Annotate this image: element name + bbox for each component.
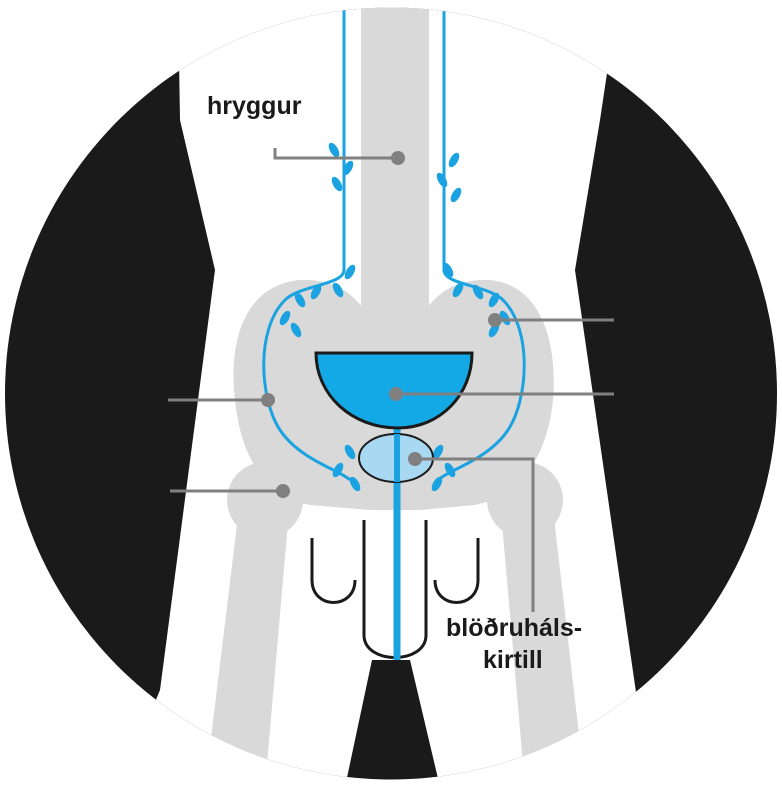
label-lymph-vessels: sogæð xyxy=(53,376,135,404)
dot-spine xyxy=(391,151,405,165)
dot-prostate xyxy=(408,452,422,466)
dot-bladder xyxy=(389,387,403,401)
label-prostate-line2: kirtill xyxy=(483,646,543,674)
dot-lymph-nodes xyxy=(488,313,502,327)
spine xyxy=(361,0,429,330)
label-bone: bein xyxy=(85,467,136,495)
label-prostate-line1: blöðruháls- xyxy=(446,614,582,642)
label-lymph-nodes: eitlar xyxy=(633,292,693,320)
label-spine: hryggur xyxy=(207,92,302,120)
label-bladder: blaðra xyxy=(633,369,709,397)
dot-lymph-vessels xyxy=(261,393,275,407)
dot-bone xyxy=(276,484,290,498)
